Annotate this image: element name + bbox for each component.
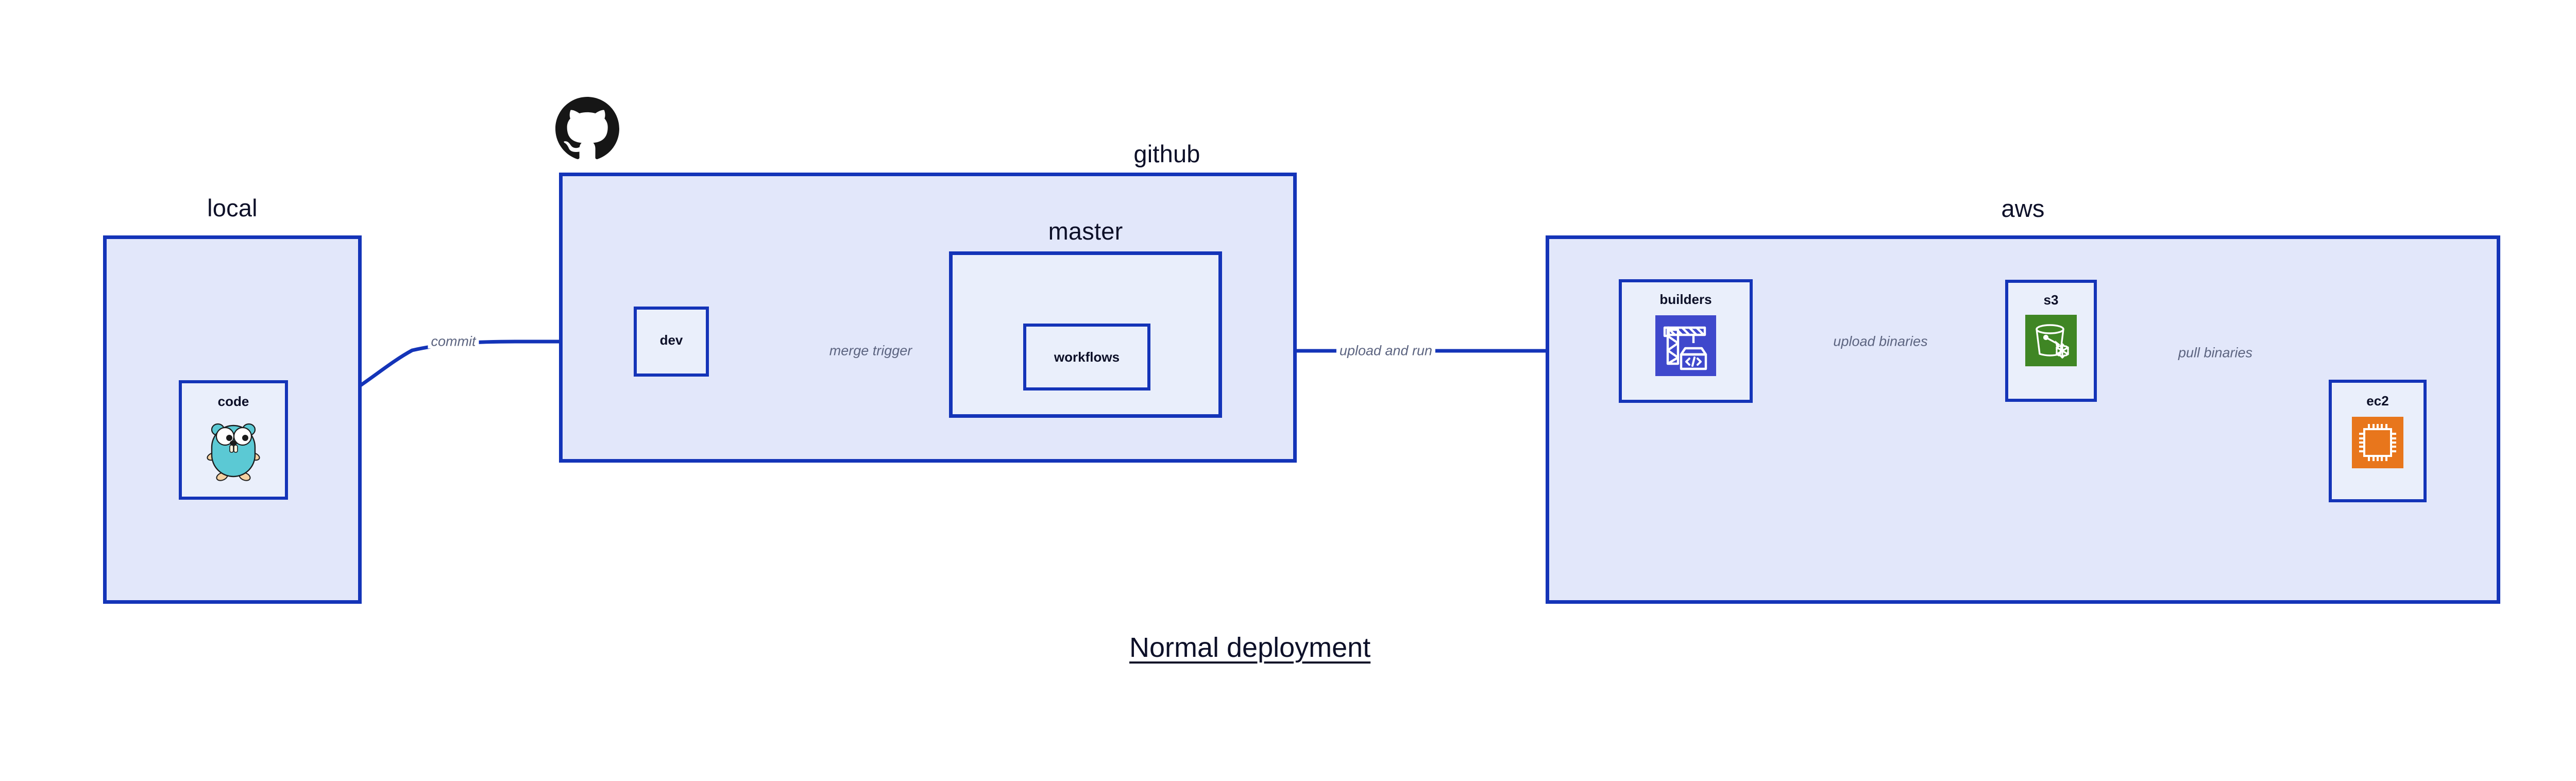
node-code-label: code [217, 394, 249, 409]
node-dev[interactable]: dev [634, 307, 709, 377]
group-title-github: github [1133, 140, 1200, 167]
edge-label-pull-binaries: pull binaries [2175, 346, 2256, 360]
node-ec2[interactable]: ec2 [2329, 380, 2427, 502]
edge-label-merge-trigger: merge trigger [826, 344, 916, 358]
node-code[interactable]: code [179, 380, 288, 500]
node-dev-label: dev [659, 332, 683, 348]
edge-label-upload-and-run: upload and run [1336, 344, 1436, 358]
edge-label-commit: commit [428, 334, 479, 349]
node-builders-label: builders [1659, 292, 1712, 307]
aws-s3-glacier-bucket-icon [2025, 315, 2077, 369]
github-octocat-icon [555, 97, 619, 161]
node-workflows[interactable]: workflows [1023, 324, 1150, 390]
node-s3-label: s3 [2043, 292, 2059, 308]
node-s3[interactable]: s3 [2005, 280, 2097, 402]
edge-label-upload-binaries: upload binaries [1830, 334, 1931, 349]
node-workflows-label: workflows [1054, 349, 1120, 365]
group-title-aws: aws [2001, 195, 2045, 222]
group-title-master: master [1048, 217, 1123, 245]
diagram-caption: Normal deployment [1129, 632, 1371, 663]
node-ec2-label: ec2 [2366, 393, 2389, 409]
aws-codebuild-icon [1655, 315, 1716, 379]
node-builders[interactable]: builders [1619, 279, 1753, 403]
go-gopher-icon [205, 418, 262, 484]
aws-ec2-chip-icon [2352, 417, 2403, 471]
group-title-local: local [207, 194, 258, 222]
